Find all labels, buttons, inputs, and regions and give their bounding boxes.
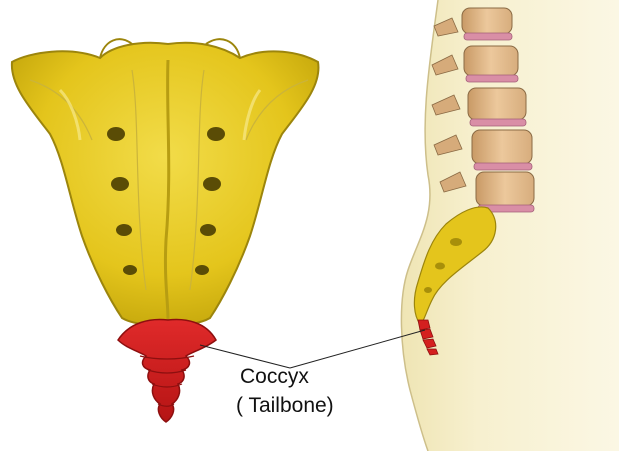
intervertebral-disc	[474, 163, 532, 170]
intervertebral-disc	[466, 75, 518, 82]
intervertebral-disc	[464, 33, 512, 40]
sacrum-back-view	[12, 39, 319, 326]
vertebra-body	[462, 8, 512, 34]
coccyx-back-view	[118, 320, 216, 422]
label-tailbone: ( Tailbone)	[236, 394, 334, 417]
label-coccyx: Coccyx	[240, 365, 309, 388]
vertebra-body	[476, 172, 534, 206]
intervertebral-disc	[470, 119, 526, 126]
vertebra-body	[464, 46, 518, 76]
vertebra-body	[468, 88, 526, 120]
leader-lines	[200, 330, 425, 368]
vertebra-body	[472, 130, 532, 164]
